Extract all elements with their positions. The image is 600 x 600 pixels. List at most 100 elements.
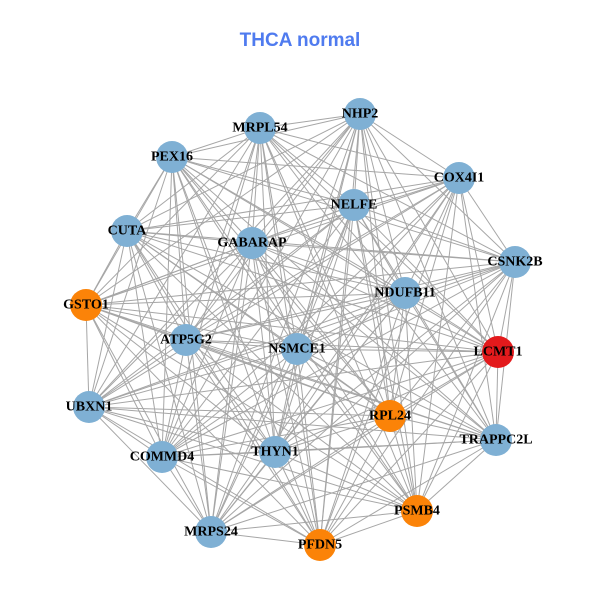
edge [171,156,460,179]
edge [185,339,276,453]
edge [458,177,516,263]
node-cuta: CUTA [108,215,147,247]
edge [88,406,418,512]
edge [319,351,499,546]
node-label: COMMD4 [130,450,195,465]
edge [359,113,516,263]
edge [185,261,516,341]
edge [274,415,391,453]
edge [359,113,406,294]
edge [389,351,499,417]
edge [359,113,391,417]
edge [85,304,90,408]
node-circle [338,189,370,221]
chart-title: THCA normal [239,30,361,51]
edge [161,351,499,458]
node-label: NDUFB11 [374,286,435,301]
edge [88,406,276,453]
node-circle [389,277,421,309]
node-lcmt1: LCMT1 [474,336,523,368]
edge [85,261,516,306]
node-circle [73,391,105,423]
edge [161,456,418,512]
node-mrpl54: MRPL54 [232,112,288,144]
edge [416,439,497,512]
edge [404,292,418,512]
edge [85,242,253,306]
edge [85,304,212,533]
node-rpl24: RPL24 [369,400,411,432]
edge [353,204,499,353]
edge [251,242,391,417]
node-psmb4: PSMB4 [394,495,440,527]
node-circle [281,333,313,365]
edge [88,406,497,441]
node-circle [156,141,188,173]
node-nsmce1: NSMCE1 [268,333,326,365]
edge [404,177,460,294]
edge [210,531,321,546]
edge [126,230,212,533]
node-circle [499,246,531,278]
node-circle [482,336,514,368]
node-circle [443,162,475,194]
edge [126,230,187,341]
edge [210,127,261,533]
edge [319,439,497,546]
edge [161,339,187,458]
edge [161,348,298,458]
node-label: RPL24 [369,409,411,424]
edge [88,406,212,533]
node-label: GSTO1 [63,298,109,313]
edge [274,204,355,453]
edge [359,113,460,179]
edge [319,204,355,546]
edge [185,339,391,417]
edge [88,127,261,408]
node-circle [236,227,268,259]
node-pex16: PEX16 [151,141,193,173]
edge [353,204,516,263]
edge [259,113,361,129]
edge [185,339,497,441]
edge [359,113,499,353]
node-label: NHP2 [342,107,379,122]
node-ubxn1: UBXN1 [66,391,112,423]
edge [126,230,406,294]
node-pfdn5: PFDN5 [298,529,342,561]
edge [251,242,321,546]
edge [126,230,391,417]
node-gabarap: GABARAP [217,227,287,259]
edge [251,127,261,244]
node-circle [401,495,433,527]
edge [85,304,321,546]
node-label: TRAPPC2L [459,433,532,448]
edge [274,439,497,453]
node-label: GABARAP [217,236,287,251]
edge [251,242,298,350]
edge [85,304,499,353]
edge [259,127,276,453]
edge [126,113,361,232]
edge [274,451,321,546]
edge [389,292,406,417]
edge [259,127,499,353]
edge [274,261,516,453]
edge [185,127,261,341]
node-trappc2l: TRAPPC2L [459,424,533,456]
edge [296,292,406,350]
edge [126,177,460,232]
edge [210,451,276,533]
edge [274,177,460,453]
node-label: CSNK2B [487,255,542,270]
edge [161,261,516,458]
edge [259,127,406,294]
edge [171,156,355,206]
node-nhp2: NHP2 [342,98,379,130]
edge [88,348,298,408]
edge [88,156,173,408]
edge [251,242,497,441]
node-circle [195,516,227,548]
